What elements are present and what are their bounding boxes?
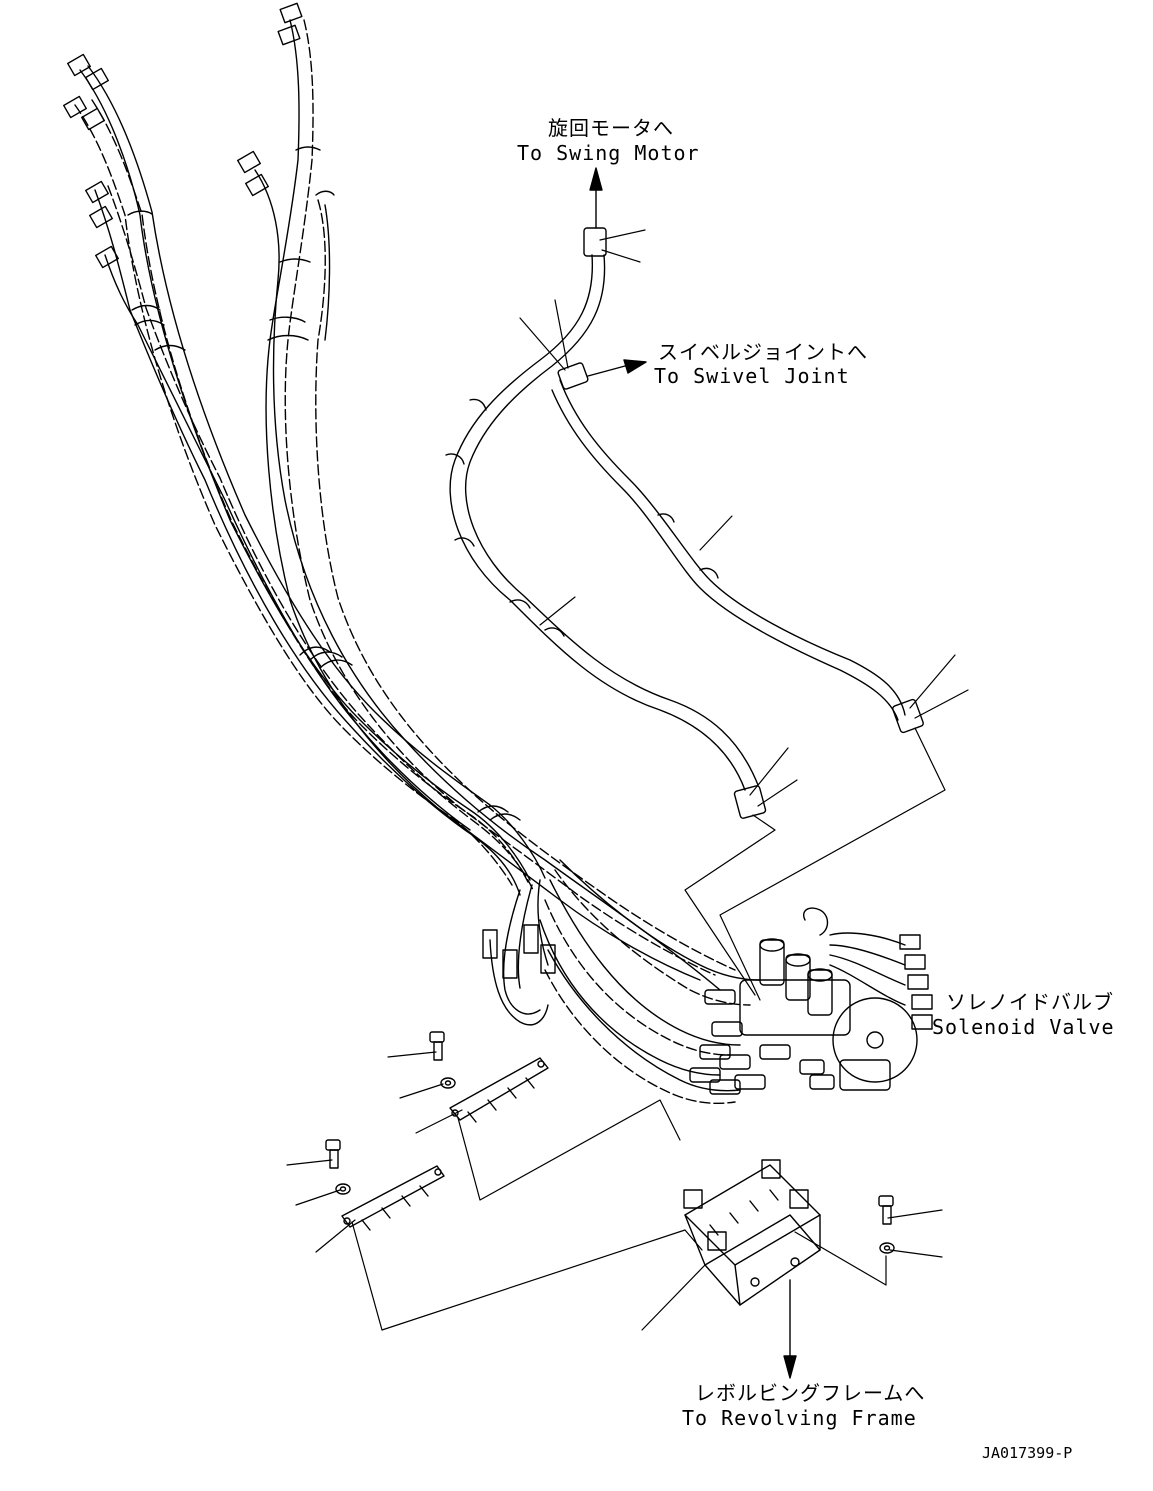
swing-motor-fitting (583, 227, 607, 257)
swing-motor-label-en: To Swing Motor (517, 141, 700, 165)
solenoid-valve-assembly (689, 907, 933, 1095)
arrow-to-revolving-frame-icon (783, 1355, 797, 1379)
arrow-to-swivel-joint-icon (623, 359, 647, 374)
swing-motor-end-fitting (733, 785, 767, 819)
washers (335, 1077, 895, 1254)
assembly-lines (351, 727, 946, 1331)
bolts (325, 1031, 894, 1225)
solenoid-valve-label-en: Solenoid Valve (932, 1015, 1115, 1039)
swivel-joint-label-jp: スイベルジョイントへ (658, 340, 868, 364)
hose-loop-lower-left (482, 879, 556, 1026)
hose-to-swivel-joint (551, 362, 924, 734)
hose-end-fittings-top (63, 2, 303, 269)
clamp-lower (341, 1165, 445, 1231)
clamp-upper (449, 1057, 549, 1123)
hose-to-swing-motor (445, 227, 767, 819)
drawing-code: JA017399-P (982, 1444, 1073, 1462)
leader-lines (286, 229, 969, 1331)
arrow-to-swing-motor-icon (589, 167, 603, 191)
hose-bundle-center (254, 19, 736, 991)
revolving-frame-label-jp: レボルビングフレームへ (695, 1381, 926, 1405)
bracket (683, 1159, 821, 1306)
arrows (587, 167, 797, 1379)
swivel-joint-fitting (557, 362, 589, 390)
swivel-joint-end-fitting (892, 698, 924, 734)
swing-motor-label-jp: 旋回モータへ (548, 116, 674, 140)
revolving-frame-label-en: To Revolving Frame (682, 1406, 917, 1430)
hoses-to-valve (539, 859, 761, 1104)
hose-bundle-left (74, 65, 546, 896)
solenoid-valve-label-jp: ソレノイドバルブ (946, 990, 1114, 1014)
swivel-joint-label-en: To Swivel Joint (654, 364, 850, 388)
